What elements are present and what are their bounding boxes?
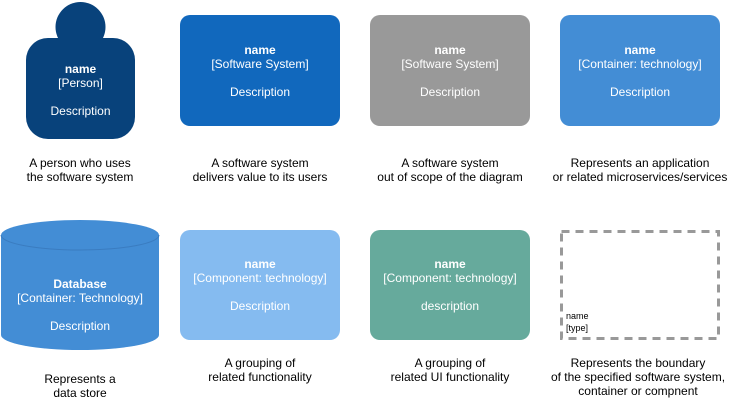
- person-text: name [Person] Description: [26, 62, 135, 118]
- software-system-name: name: [244, 42, 276, 57]
- person-description: Description: [50, 104, 111, 118]
- component-description: Description: [229, 299, 291, 313]
- boundary-box: [560, 230, 720, 340]
- boundary-label: name [type]: [566, 310, 589, 334]
- database-type: [Container: Technology]: [17, 291, 143, 305]
- external-system-name: name: [434, 42, 466, 57]
- software-system-box: name [Software System] Description: [180, 15, 340, 126]
- container-box: name [Container: technology] Description: [560, 15, 720, 126]
- ui-component-box: name [Component: technology] description: [370, 230, 530, 340]
- software-system-type: [Software System]: [211, 56, 309, 71]
- component-type: [Component: technology]: [193, 271, 327, 285]
- external-system-type: [Software System]: [401, 56, 499, 71]
- database-text: Database [Container: Technology] Descrip…: [0, 277, 160, 333]
- container-caption: Represents an application or related mic…: [552, 156, 728, 184]
- database-caption: Represents a data store: [44, 372, 116, 400]
- component-name: name: [244, 257, 276, 271]
- database-body: [1, 235, 159, 350]
- ui-component-type: [Component: technology]: [383, 271, 517, 285]
- database-top: [1, 220, 159, 250]
- ui-component-caption: A grouping of related UI functionality: [390, 356, 510, 384]
- person-type: [Person]: [58, 76, 103, 90]
- software-system-description: Description: [229, 84, 291, 99]
- ui-component-description: description: [420, 299, 480, 313]
- database-description: Description: [49, 319, 111, 333]
- database-name: Database: [53, 277, 107, 291]
- component-box: name [Component: technology] Description: [180, 230, 340, 340]
- boundary-caption: Represents the boundary of the specified…: [550, 356, 726, 398]
- person-caption: A person who uses the software system: [26, 156, 134, 184]
- ui-component-name: name: [434, 257, 466, 271]
- external-system-description: Description: [419, 84, 481, 99]
- component-caption: A grouping of related functionality: [208, 356, 312, 384]
- container-name: name: [624, 42, 656, 57]
- person-body: [26, 38, 135, 139]
- person-name: name: [64, 62, 97, 76]
- container-description: Description: [609, 84, 671, 99]
- container-type: [Container: technology]: [578, 56, 702, 71]
- software-system-caption: A software system delivers value to its …: [192, 156, 328, 184]
- database-rim: [0, 234, 160, 251]
- boundary-type: [type]: [566, 323, 589, 333]
- external-system-caption: A software system out of scope of the di…: [377, 156, 523, 184]
- external-system-box: name [Software System] Description: [370, 15, 530, 126]
- boundary-name: name: [566, 311, 589, 321]
